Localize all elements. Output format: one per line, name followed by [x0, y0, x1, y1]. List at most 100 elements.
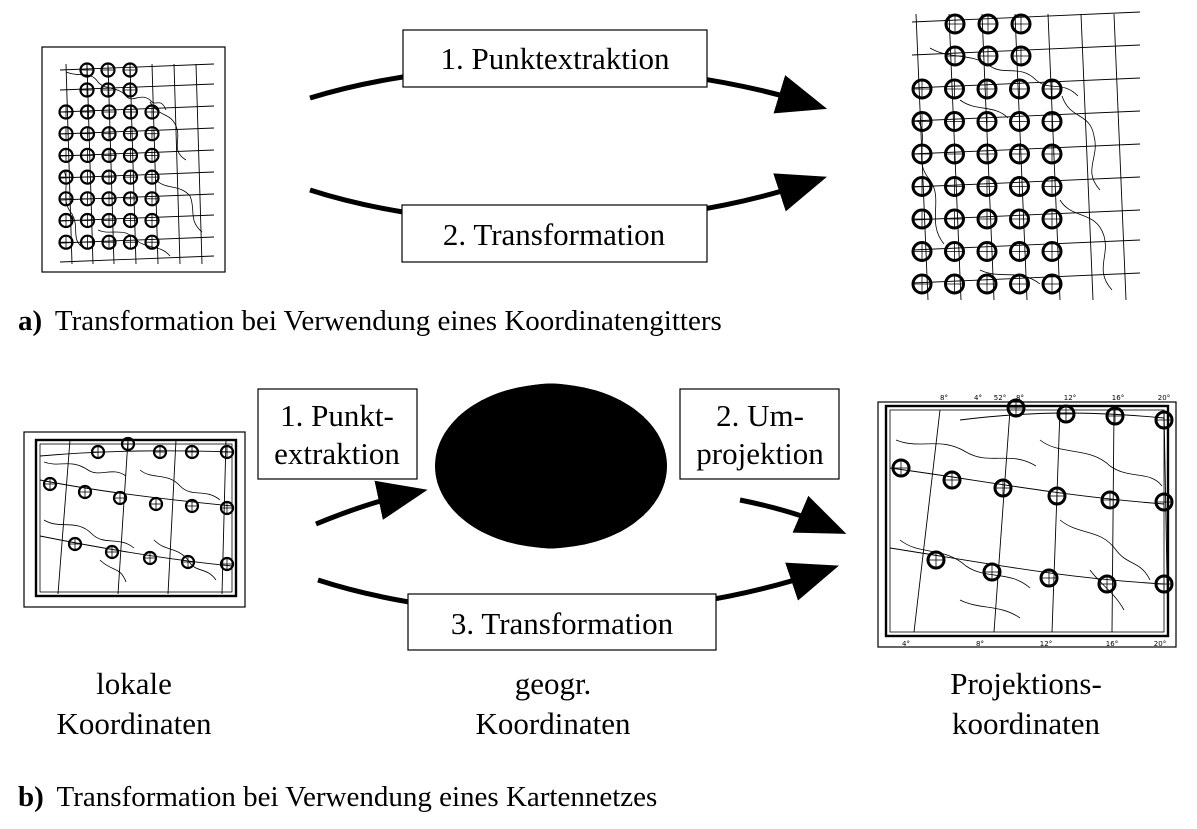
point-marker — [148, 496, 164, 512]
point-marker — [1105, 406, 1125, 426]
point-marker — [101, 191, 117, 207]
point-marker — [926, 550, 946, 570]
tick-label: 8° — [940, 394, 948, 402]
point-marker — [67, 536, 83, 552]
step2-b-label-line2: projektion — [696, 436, 824, 471]
point-marker — [977, 45, 999, 67]
point-marker — [911, 111, 933, 132]
tick-label: 12° — [1064, 394, 1076, 402]
point-marker — [543, 409, 561, 427]
step1-a-box: 1. Punktextraktion — [402, 29, 708, 88]
point-marker — [79, 169, 96, 185]
point-marker — [489, 429, 507, 447]
point-marker — [944, 13, 966, 35]
tick-label: 16° — [1106, 640, 1118, 648]
parallel-line — [39, 479, 233, 507]
point-marker — [112, 490, 128, 506]
point-marker — [219, 444, 235, 460]
caption-b-letter: b) — [18, 781, 44, 813]
point-marker — [101, 104, 117, 120]
caption-b-text: Transformation bei Verwendung eines Kart… — [57, 781, 658, 813]
point-marker — [1041, 111, 1063, 132]
caption-a: a) Transformation bei Verwendung eines K… — [18, 305, 722, 337]
point-marker — [569, 409, 587, 427]
target-grid-map — [911, 11, 1141, 301]
step2-a-box: 2. Transformation — [401, 204, 708, 263]
step2-b-box: 2. Um- projektion — [679, 388, 840, 480]
point-marker — [475, 411, 493, 429]
point-marker — [519, 409, 537, 427]
parallel-line — [39, 535, 233, 567]
meridian-line — [913, 409, 941, 633]
meridian-line — [993, 409, 1011, 633]
point-marker — [1010, 45, 1032, 67]
point-marker — [101, 126, 117, 142]
point-marker — [944, 273, 965, 295]
point-marker — [976, 208, 998, 230]
tick-label: 4° — [902, 640, 910, 648]
point-marker — [1041, 78, 1063, 100]
tick-label: 16° — [1112, 394, 1124, 402]
point-marker — [976, 273, 998, 295]
point-marker — [1041, 208, 1063, 230]
point-marker — [1154, 492, 1174, 512]
parallel-line — [889, 547, 1165, 585]
point-marker — [180, 554, 196, 570]
point-marker — [1006, 398, 1026, 418]
point-marker — [1041, 273, 1063, 295]
meridian-line — [173, 63, 181, 265]
meridian-line — [1014, 13, 1028, 301]
step1-b-label-line1: 1. Punkt- — [280, 398, 394, 433]
point-marker — [144, 169, 160, 185]
point-marker — [122, 126, 139, 142]
point-marker — [58, 147, 74, 163]
point-marker — [58, 104, 74, 120]
point-marker — [58, 234, 74, 250]
point-marker — [120, 436, 136, 452]
point-marker — [77, 484, 93, 500]
parallel-line — [59, 83, 215, 91]
geo-label-line2: Koordinaten — [476, 706, 631, 741]
point-marker — [1047, 486, 1067, 506]
parallel-line — [889, 467, 1165, 505]
meridian-line — [1111, 409, 1115, 633]
point-marker — [891, 458, 911, 478]
projection-map-graticule — [889, 409, 1169, 633]
point-marker — [568, 391, 586, 409]
point-marker — [944, 111, 965, 132]
target-transformed-points — [911, 13, 1063, 295]
parallel-line — [59, 255, 215, 263]
tick-label: 20° — [1158, 394, 1170, 402]
point-marker — [142, 550, 158, 566]
point-marker — [101, 147, 117, 163]
step1-b-label-line2: extraktion — [274, 436, 400, 471]
point-marker — [1039, 568, 1059, 588]
point-marker — [1009, 111, 1030, 132]
tick-label: 4° — [974, 394, 982, 402]
meridian-line — [117, 439, 129, 595]
point-marker — [944, 45, 966, 67]
point-marker — [100, 62, 116, 78]
point-marker — [497, 411, 515, 429]
point-marker — [42, 476, 58, 492]
meridian-line — [57, 439, 71, 595]
point-marker — [79, 212, 96, 229]
projection-transformed-points — [891, 398, 1174, 594]
point-marker — [122, 234, 139, 250]
globe-points — [475, 391, 617, 447]
point-marker — [58, 169, 74, 185]
point-marker — [944, 143, 965, 165]
point-marker — [144, 104, 160, 120]
point-marker — [911, 208, 933, 230]
point-marker — [1009, 273, 1030, 295]
meridian-line — [167, 439, 177, 595]
point-marker — [184, 498, 200, 514]
step2-a-label: 2. Transformation — [443, 217, 666, 252]
point-marker — [1010, 13, 1032, 35]
point-marker — [1009, 208, 1030, 230]
local-label-line1: lokale — [96, 666, 172, 701]
point-marker — [1097, 574, 1117, 594]
caption-b: b) Transformation bei Verwendung eines K… — [18, 781, 657, 813]
point-marker — [144, 147, 160, 163]
point-marker — [944, 176, 965, 197]
